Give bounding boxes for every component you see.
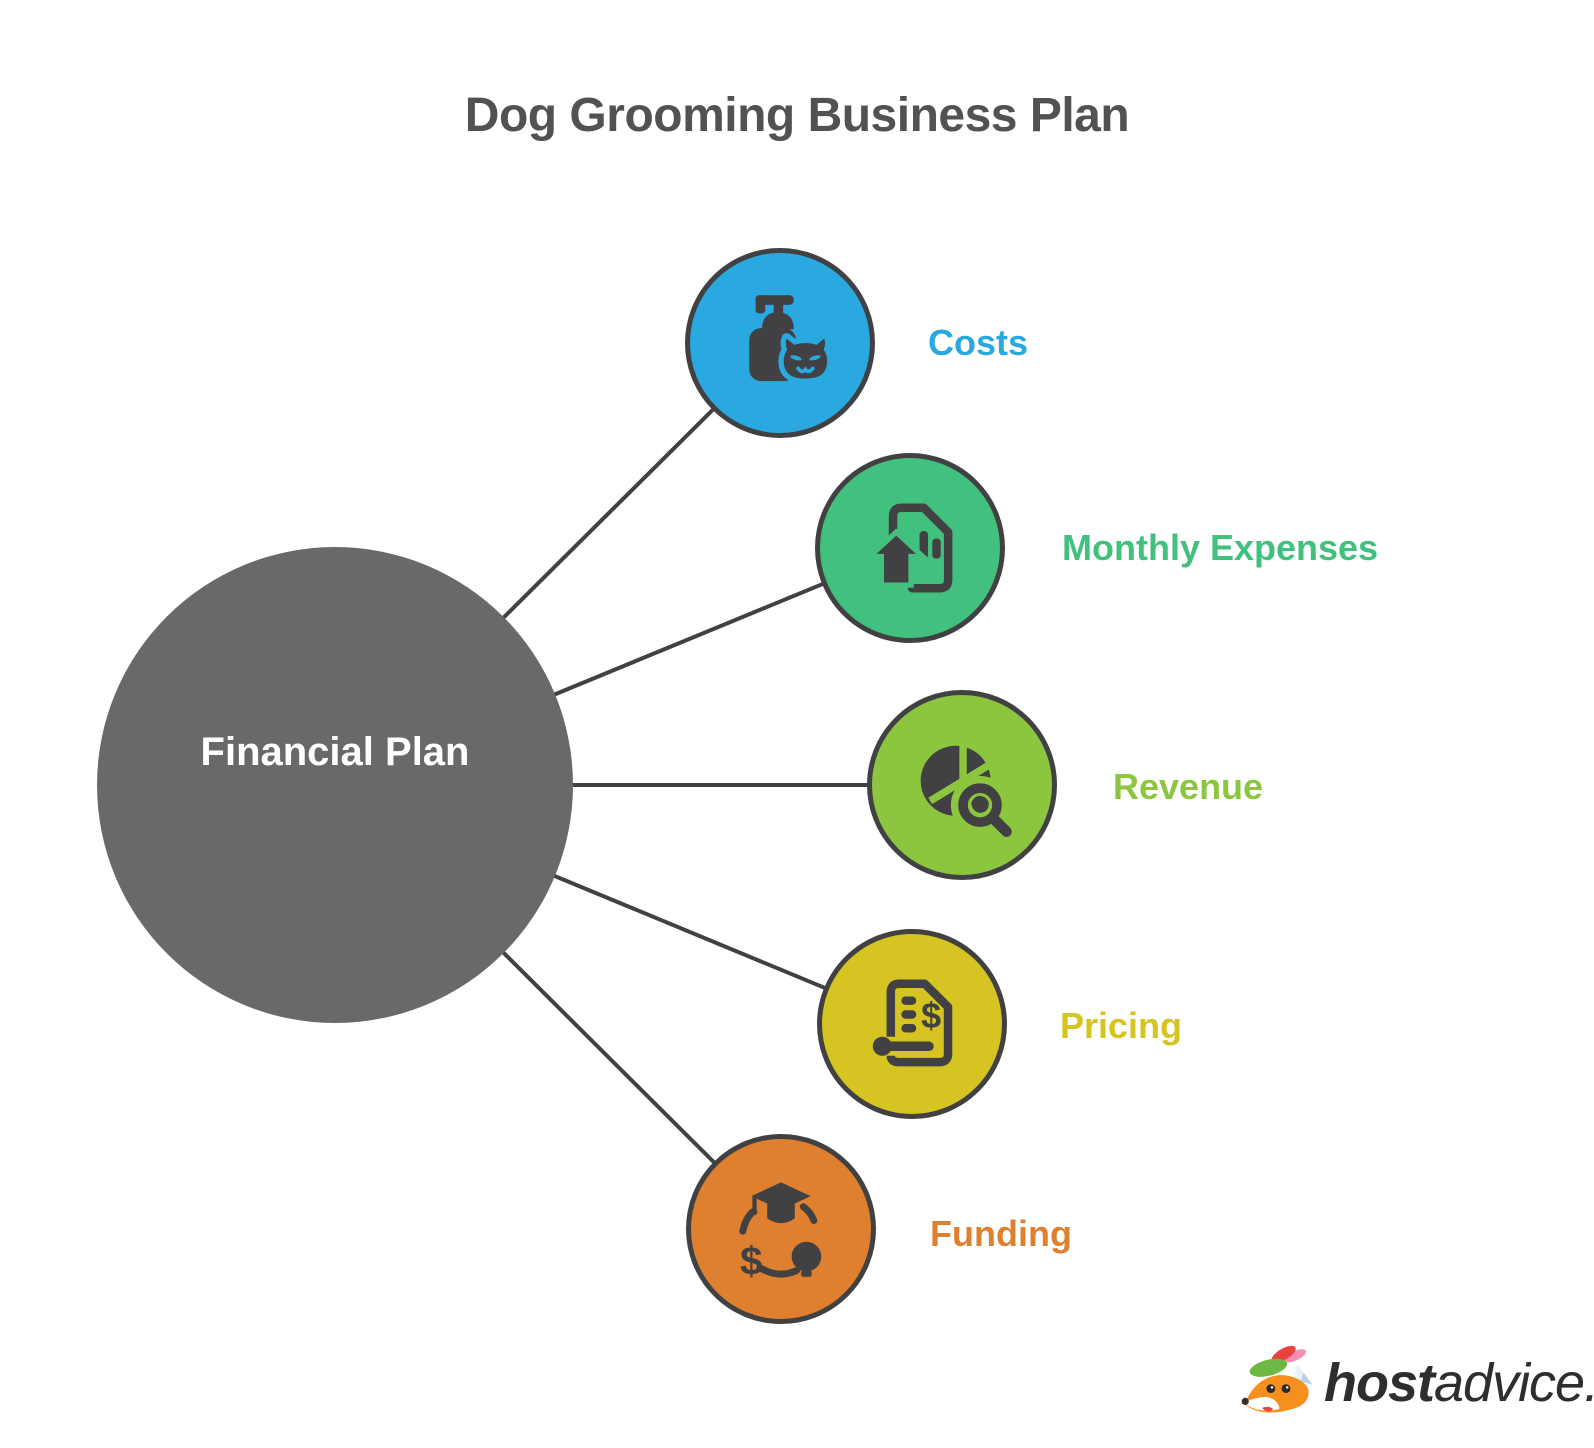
house-report-icon <box>862 503 953 593</box>
label-costs: Costs <box>928 322 1029 363</box>
central-node-financial-plan: Financial Plan <box>97 547 573 1023</box>
scholarship-fund-icon: $ <box>739 1182 822 1282</box>
svg-text:$: $ <box>740 1239 762 1282</box>
node-pricing: $ <box>817 929 1007 1119</box>
label-funding: Funding <box>930 1213 1072 1254</box>
node-funding: $ <box>686 1134 876 1324</box>
pie-chart-magnifier-icon <box>920 741 1012 837</box>
node-revenue <box>867 690 1057 880</box>
label-revenue: Revenue <box>1113 766 1264 807</box>
hostadvice-logo: hostadvice. <box>1238 1338 1594 1428</box>
page-title: Dog Grooming Business Plan <box>464 89 1130 142</box>
svg-text:$: $ <box>921 995 941 1036</box>
node-monthly-expenses <box>815 453 1005 643</box>
fox-mascot-icon <box>1241 1345 1313 1413</box>
node-costs <box>685 248 875 438</box>
soap-bottle-cat-icon <box>749 295 833 384</box>
logo-wordmark: hostadvice. <box>1324 1338 1594 1428</box>
logo-text-host: host <box>1324 1353 1435 1413</box>
invoice-pen-icon: $ <box>872 979 953 1067</box>
central-node-label: Financial Plan <box>200 729 470 774</box>
logo-text-advice: advice. <box>1434 1353 1594 1413</box>
label-monthly-expenses: Monthly Expenses <box>1062 527 1379 568</box>
label-pricing: Pricing <box>1060 1005 1183 1046</box>
